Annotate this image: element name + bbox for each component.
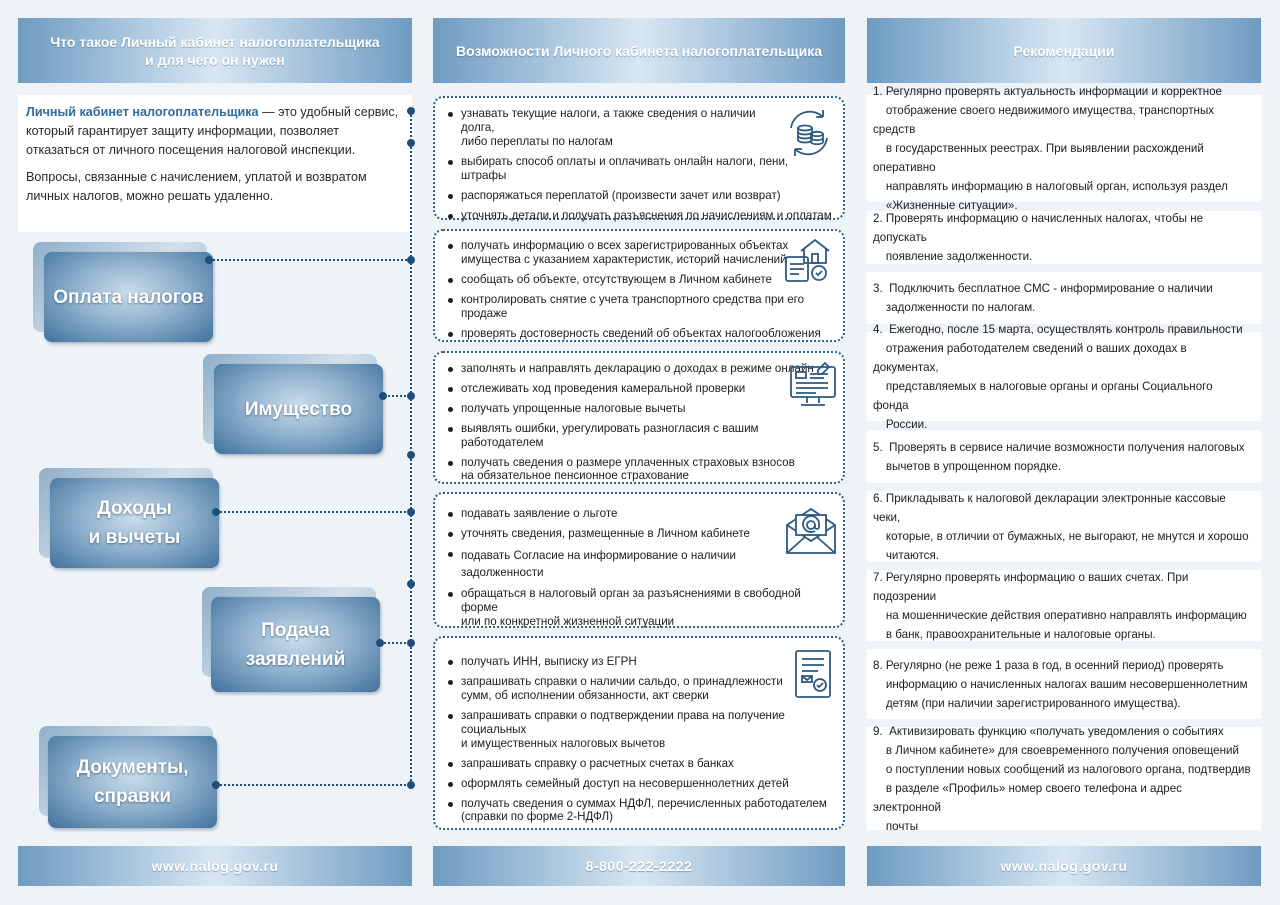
tile-documents[interactable]: Документы, справки: [48, 736, 217, 828]
list-item: выбирать способ оплаты и оплачивать онла…: [445, 155, 790, 183]
email-envelope-icon: [783, 503, 836, 554]
connector-line: [216, 511, 410, 513]
intro-highlight: Личный кабинет налогоплательщика: [26, 105, 259, 119]
tile-property[interactable]: Имущество: [214, 364, 383, 454]
recommendation-item: 3. Подключить бесплатное СМС - информиро…: [867, 272, 1261, 324]
connector-dot: [407, 451, 415, 459]
connector-dot: [212, 508, 220, 516]
list-item: уточнять сведения, размещенные в Личном …: [445, 527, 835, 541]
list-item: запрашивать справку о расчетных счетах в…: [445, 757, 837, 771]
tile-applications[interactable]: Подача заявлений: [211, 597, 380, 692]
footer-website-link[interactable]: www.nalog.gov.ru: [18, 846, 412, 886]
recommendation-item: 7. Регулярно проверять информацию о ваши…: [867, 570, 1261, 641]
list-item: обращаться в налоговый орган за разъясне…: [445, 587, 835, 629]
list-item: оформлять семейный доступ на несовершенн…: [445, 777, 837, 791]
footer-website-link[interactable]: www.nalog.gov.ru: [867, 846, 1261, 886]
list-item: сообщать об объекте, отсутствующем в Лич…: [445, 273, 830, 287]
capability-box-payments: узнавать текущие налоги, а также сведени…: [433, 96, 845, 223]
list-item: получать информацию о всех зарегистриров…: [445, 239, 791, 267]
intro-text-1: — это удобный сервис, который гарантируе…: [26, 105, 399, 157]
header-capabilities: Возможности Личного кабинета налогоплате…: [433, 18, 845, 83]
list-item: получать упрощенные налоговые вычеты: [445, 402, 835, 416]
list-item: контролировать снятие с учета транспортн…: [445, 293, 830, 321]
connector-line: [210, 259, 410, 261]
connector-dot: [376, 639, 384, 647]
list-item: получать сведения о суммах НДФЛ, перечис…: [445, 797, 837, 823]
connector-dot: [407, 139, 415, 147]
tile-tax-payment[interactable]: Оплата налогов: [44, 252, 213, 342]
recommendation-item: 9. Активизировать функцию «получать увед…: [867, 725, 1261, 833]
online-declaration-icon: [787, 361, 839, 411]
connector-dot: [212, 781, 220, 789]
connector-dot: [407, 580, 415, 588]
list-item: запрашивать справки о подтверждении прав…: [445, 709, 837, 751]
capability-box-declaration: заполнять и направлять декларацию о дохо…: [433, 351, 845, 484]
connector-dot: [407, 392, 415, 400]
tile-income-deductions[interactable]: Доходы и вычеты: [50, 478, 219, 568]
footer-phone-number[interactable]: 8-800-222-2222: [433, 846, 845, 886]
connector-dot: [407, 781, 415, 789]
connector-line: [216, 784, 410, 786]
list-item: узнавать текущие налоги, а также сведени…: [445, 107, 790, 149]
list-item: отслеживать ход проведения камеральной п…: [445, 382, 835, 396]
list-item: распоряжаться переплатой (произвести зач…: [445, 189, 790, 203]
recommendation-item: 6. Прикладывать к налоговой декларации э…: [867, 491, 1261, 562]
recommendation-item: 2. Проверять информацию о начисленных на…: [867, 211, 1261, 264]
recommendation-item: 5. Проверять в сервисе наличие возможнос…: [867, 430, 1261, 483]
list-item: получать сведения о размере уплаченных с…: [445, 456, 835, 482]
intro-text-block: Личный кабинет налогоплательщика — это у…: [18, 95, 412, 232]
list-item: запрашивать справки о наличии сальдо, о …: [445, 675, 837, 703]
list-item: получать ИНН, выписку из ЕГРН: [445, 655, 837, 669]
list-item: подавать Согласие на информирование о на…: [445, 547, 835, 581]
list-item: выявлять ошибки, урегулировать разноглас…: [445, 422, 835, 450]
connector-dot: [379, 392, 387, 400]
coins-cycle-icon: [783, 108, 835, 158]
capability-box-property: получать информацию о всех зарегистриров…: [433, 229, 845, 342]
connector-line: [383, 395, 410, 397]
header-recommendations: Рекомендации: [867, 18, 1261, 83]
intro-paragraph-1: Личный кабинет налогоплательщика — это у…: [26, 103, 402, 160]
list-item: заполнять и направлять декларацию о дохо…: [445, 362, 835, 376]
list-item: уточнять детали и получать разъяснения п…: [445, 209, 841, 223]
intro-paragraph-2: Вопросы, связанные с начислением, уплато…: [26, 170, 367, 203]
connector-spine: [410, 110, 412, 785]
connector-dot: [407, 256, 415, 264]
header-what-is-cabinet: Что такое Личный кабинет налогоплательщи…: [18, 18, 412, 83]
recommendation-item: 8. Регулярно (не реже 1 раза в год, в ос…: [867, 649, 1261, 719]
connector-dot: [407, 508, 415, 516]
recommendation-item: 4. Ежегодно, после 15 марта, осуществлят…: [867, 323, 1261, 431]
capability-box-documents: получать ИНН, выписку из ЕГРН запрашиват…: [433, 636, 845, 830]
property-house-icon: [781, 235, 833, 285]
connector-dot: [407, 107, 415, 115]
document-check-icon: [788, 647, 840, 698]
connector-line: [380, 642, 410, 644]
recommendation-item: 1. Регулярно проверять актуальность инфо…: [867, 85, 1261, 212]
capability-box-applications: подавать заявление о льготе уточнять све…: [433, 492, 845, 628]
connector-dot: [407, 639, 415, 647]
connector-dot: [205, 256, 213, 264]
list-item: проверять достоверность сведений об объе…: [445, 327, 830, 341]
list-item: подавать заявление о льготе: [445, 507, 835, 521]
